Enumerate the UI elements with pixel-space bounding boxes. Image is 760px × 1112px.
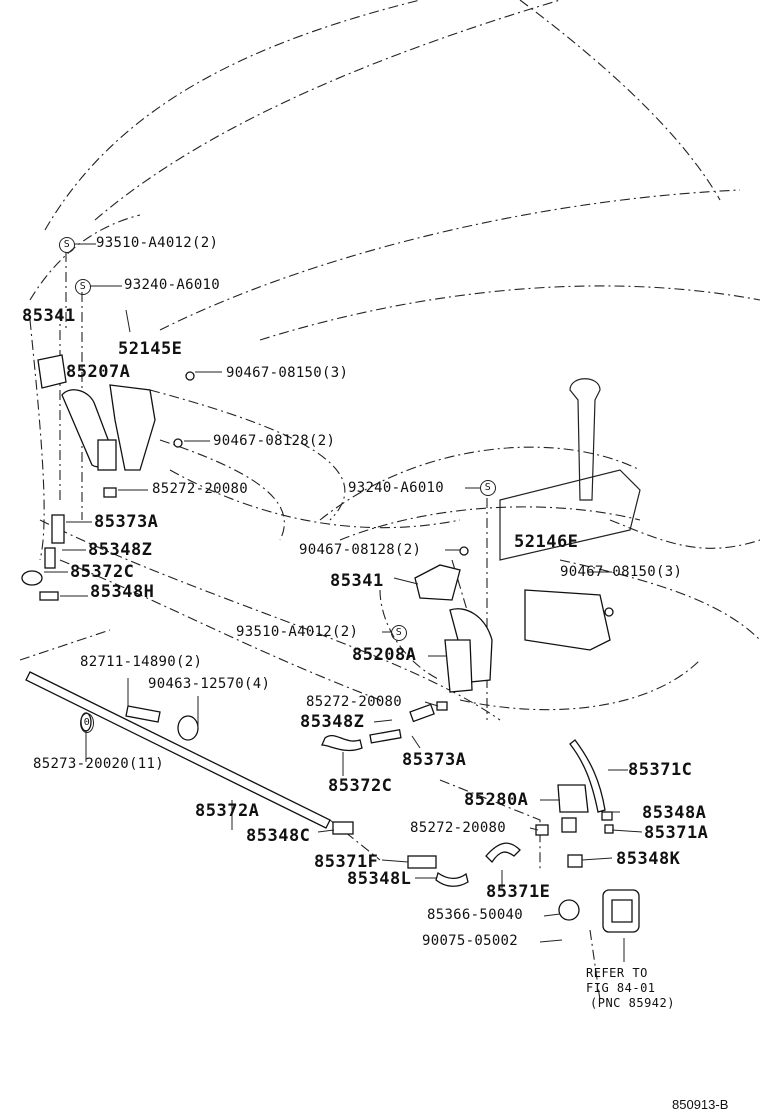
part-label-90075-05002: 90075-05002 bbox=[422, 933, 519, 949]
part-label-93240-a6010: 93240-A6010 bbox=[124, 277, 221, 293]
part-label-85280a: 85280A bbox=[464, 790, 529, 810]
standard-part-symbol: S bbox=[480, 480, 496, 496]
part-label-52145e: 52145E bbox=[118, 339, 183, 359]
leader-lines bbox=[44, 243, 643, 962]
part-label-85341: 85341 bbox=[22, 306, 76, 326]
part-label-85272-20080: 85272-20080 bbox=[410, 820, 507, 836]
part-label-85348l: 85348L bbox=[347, 869, 412, 889]
washer-symbol: 0 bbox=[80, 713, 94, 733]
part-label-90467-08128: 90467-08128(2) bbox=[299, 542, 422, 558]
standard-part-symbol: S bbox=[391, 625, 407, 641]
part-label-85208a: 85208A bbox=[352, 645, 417, 665]
part-label-85372c: 85372C bbox=[70, 562, 135, 582]
figure-id: 850913-B bbox=[672, 1097, 729, 1112]
part-label-85272-20080: 85272-20080 bbox=[152, 481, 249, 497]
reference-note-line2: FIG 84-01 bbox=[586, 981, 656, 995]
part-label-85371f: 85371F bbox=[314, 852, 379, 872]
part-label-85371c: 85371C bbox=[628, 760, 693, 780]
part-label-52146e: 52146E bbox=[514, 532, 579, 552]
part-label-85272-20080: 85272-20080 bbox=[306, 694, 403, 710]
standard-part-symbol: S bbox=[59, 237, 75, 253]
part-label-85348c: 85348C bbox=[246, 826, 311, 846]
washer-tank bbox=[499, 378, 641, 561]
part-label-85348h: 85348H bbox=[90, 582, 155, 602]
part-label-85348z: 85348Z bbox=[88, 540, 153, 560]
part-label-85348a: 85348A bbox=[642, 803, 707, 823]
part-label-93510-a4012: 93510-A4012(2) bbox=[236, 624, 359, 640]
part-label-85371a: 85371A bbox=[644, 823, 709, 843]
part-label-90463-12570: 90463-12570(4) bbox=[148, 676, 271, 692]
part-label-85348z: 85348Z bbox=[300, 712, 365, 732]
part-label-93240-a6010: 93240-A6010 bbox=[348, 480, 445, 496]
reference-note-line3: (PNC 85942) bbox=[590, 996, 675, 1010]
reference-note-line1: REFER TO bbox=[586, 966, 648, 980]
hose-lines bbox=[25, 671, 640, 933]
part-label-85366-50040: 85366-50040 bbox=[427, 907, 524, 923]
part-label-93510-a4012: 93510-A4012(2) bbox=[96, 235, 219, 251]
part-label-85373a: 85373A bbox=[94, 512, 159, 532]
left-cleaner-assembly bbox=[21, 354, 195, 601]
part-label-90467-08128: 90467-08128(2) bbox=[213, 433, 336, 449]
part-label-90467-08150: 90467-08150(3) bbox=[560, 564, 683, 580]
part-label-85273-20020: 85273-20020(11) bbox=[33, 756, 164, 772]
part-label-85341: 85341 bbox=[330, 571, 384, 591]
part-label-85207a: 85207A bbox=[66, 362, 131, 382]
part-label-85373a: 85373A bbox=[402, 750, 467, 770]
right-cleaner-assembly bbox=[414, 546, 614, 921]
part-label-85371e: 85371E bbox=[486, 882, 551, 902]
part-label-85372a: 85372A bbox=[195, 801, 260, 821]
part-label-85372c: 85372C bbox=[328, 776, 393, 796]
part-label-85348k: 85348K bbox=[616, 849, 681, 869]
standard-part-symbol: S bbox=[75, 279, 91, 295]
part-label-90467-08150: 90467-08150(3) bbox=[226, 365, 349, 381]
part-label-82711-14890: 82711-14890(2) bbox=[80, 654, 203, 670]
